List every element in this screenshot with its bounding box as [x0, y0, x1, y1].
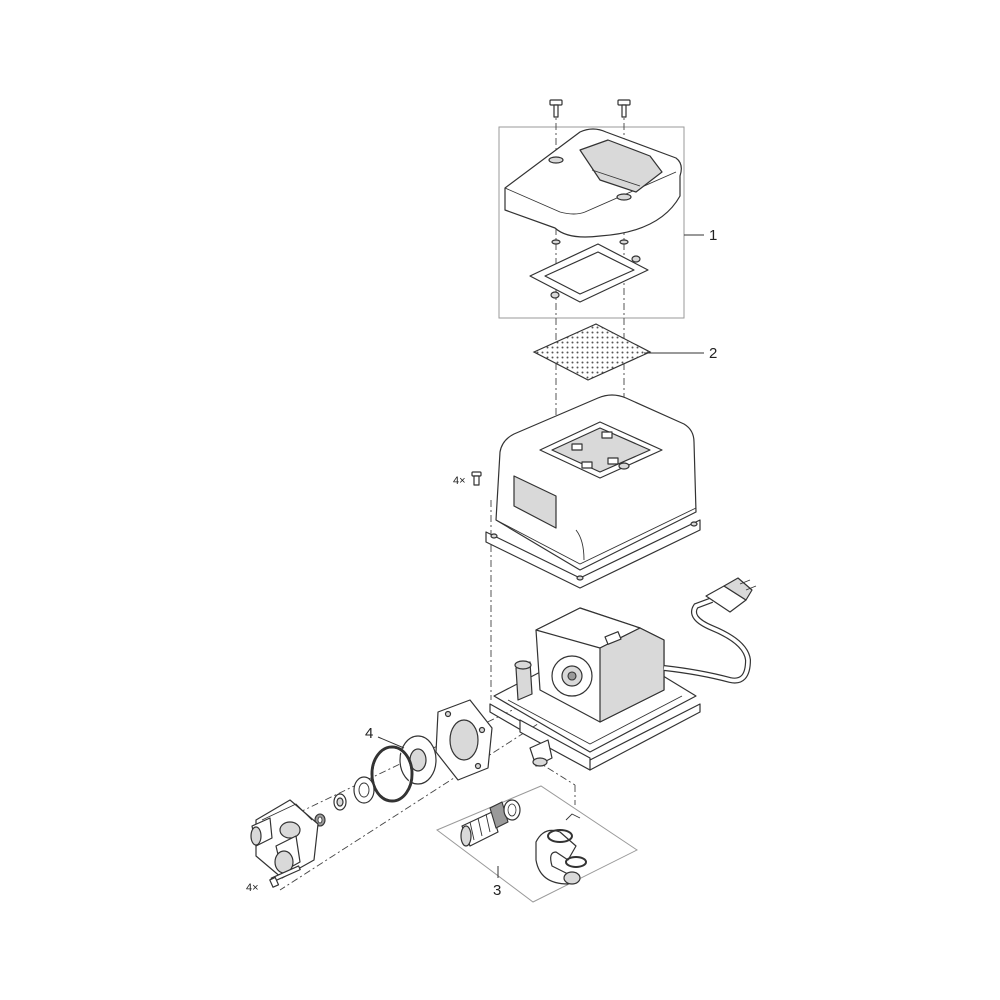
filter-mat [532, 323, 652, 381]
pump-head [250, 799, 319, 879]
valve-washer [333, 793, 347, 811]
head-screw [269, 865, 301, 888]
hose-kit-frame [436, 785, 638, 903]
hose-clamp [547, 813, 587, 868]
o-ring [370, 745, 414, 803]
cover-washers [551, 239, 629, 245]
housing-screw [471, 471, 482, 486]
housing-screw-qty: 4× [453, 475, 466, 487]
top-screw-right [617, 99, 631, 118]
pump-motor [514, 607, 665, 723]
cover-lid [504, 128, 682, 238]
head-screw-qty: 4× [246, 882, 259, 894]
callout-filter: 2 [709, 345, 717, 362]
housing [485, 394, 701, 589]
hose-connector [460, 801, 509, 847]
cover-gasket-frame [529, 243, 649, 303]
outlet-nozzle [529, 739, 553, 767]
head-gasket [435, 699, 493, 781]
callout-hose-kit: 3 [493, 882, 501, 899]
washer-ring [353, 776, 375, 804]
power-plug [705, 577, 757, 613]
callout-cover: 1 [709, 227, 717, 244]
callout-membrane: 4 [365, 725, 373, 742]
hose-sealing-ring [503, 799, 521, 821]
hose-elbow [535, 829, 581, 885]
top-screw-left [549, 99, 563, 118]
membrane-disc [399, 735, 437, 785]
cover-group-frame [498, 126, 685, 319]
